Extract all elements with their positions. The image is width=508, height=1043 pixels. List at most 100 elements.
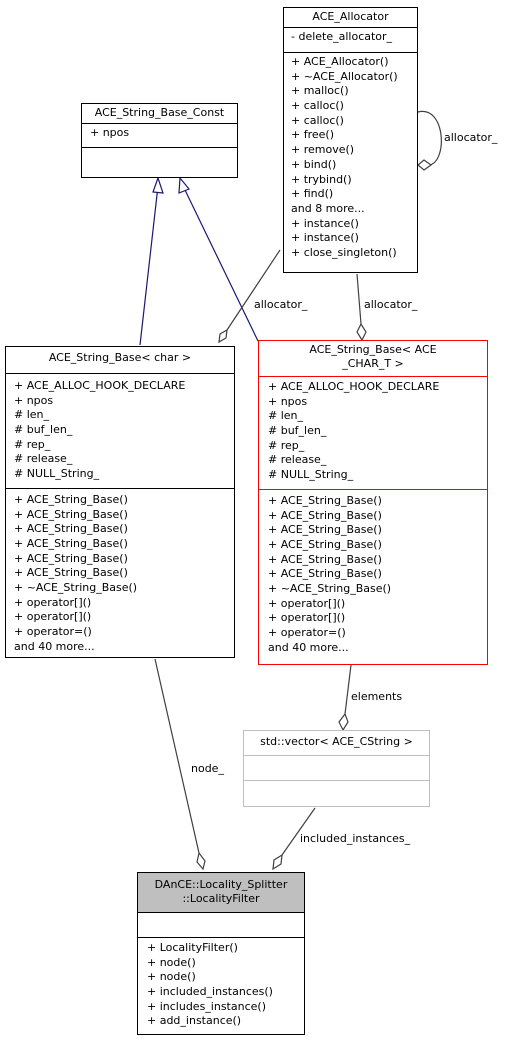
more-methods: and 8 more... [291,201,365,215]
class-title: ACE_String_Base< ACE _CHAR_T > [259,341,487,376]
attributes-section: + npos [82,123,237,147]
method: + instance() [291,231,359,245]
allocator-self-edge [417,110,442,166]
class-title: std::vector< ACE_CString > [244,731,429,755]
allocator-to-char-edge [226,249,281,331]
title-line: DAnCE::Locality_Splitter [154,878,288,891]
method: + operator[]() [14,610,92,624]
attribute: + npos [268,394,308,408]
method: + operator[]() [268,611,346,625]
node-edge [154,658,200,854]
attribute: # len_ [14,408,50,422]
method: + ACE_String_Base() [268,552,382,566]
method: + ACE_String_Base() [14,536,128,550]
edge-label-included-instances: included_instances_ [300,832,411,845]
class-std-vector-ace-cstring[interactable]: std::vector< ACE_CString > [243,730,430,807]
attribute: # rep_ [14,437,51,451]
method: + operator=() [14,625,92,638]
inheritance-arrow-tchar [178,176,190,194]
method: + ~ACE_Allocator() [291,69,398,83]
attribute: # release_ [268,453,327,467]
class-ace-string-base-tchar[interactable]: ACE_String_Base< ACE _CHAR_T > + ACE_ALL… [258,340,488,665]
method: + ACE_String_Base() [268,567,382,581]
method: + instance() [291,216,359,230]
title-line: ACE_Allocator [312,10,389,23]
method: + ACE_String_Base() [268,493,382,507]
method: + includes_instance() [147,999,266,1013]
class-title: ACE_String_Base_Const [82,104,237,123]
included-instances-diamond [272,853,283,871]
more-methods: and 40 more... [14,639,95,653]
method: + free() [291,128,334,142]
method: + ACE_String_Base() [14,492,128,506]
attributes-section: + ACE_ALLOC_HOOK_DECLARE + npos # len_ #… [6,373,234,488]
title-line: ACE_String_Base_Const [94,106,225,119]
allocator-self-diamond [417,159,433,171]
method: + ACE_String_Base() [268,508,382,522]
method: + calloc() [291,99,344,113]
method: + operator=() [268,626,346,639]
class-locality-filter[interactable]: DAnCE::Locality_Splitter ::LocalityFilte… [137,872,305,1035]
class-title: ACE_String_Base< char > [6,347,234,373]
more-methods: and 40 more... [268,640,349,654]
attribute: + npos [90,126,130,139]
class-title: DAnCE::Locality_Splitter ::LocalityFilte… [138,873,304,912]
edge-label-allocator-self: allocator_ [444,131,498,144]
class-ace-allocator[interactable]: ACE_Allocator - delete_allocator_ + ACE_… [283,7,418,273]
inheritance-edge-tchar-to-const [184,189,259,342]
method: + ACE_String_Base() [14,522,128,536]
attribute: # buf_len_ [268,424,327,438]
methods-section: + LocalityFilter() + node() + node() + i… [138,937,304,1034]
method: + add_instance() [147,1014,242,1028]
attribute: # NULL_String_ [14,467,100,481]
allocator-to-tchar-diamond [356,322,367,342]
methods-section: + ACE_String_Base() + ACE_String_Base() … [6,487,234,657]
method: + ACE_String_Base() [268,537,382,551]
inheritance-edge-char-to-const [139,185,159,346]
class-title: ACE_Allocator [284,8,417,27]
attribute: # release_ [14,452,73,466]
method: + included_instances() [147,985,273,999]
attributes-section [244,755,429,780]
attribute: - delete_allocator_ [291,30,393,43]
method: + close_singleton() [291,245,397,259]
methods-section: + ACE_Allocator() + ~ACE_Allocator() + m… [284,52,417,263]
attribute: # buf_len_ [14,423,73,437]
edge-label-allocator-char: allocator_ [254,298,308,311]
attributes-section: + ACE_ALLOC_HOOK_DECLARE + npos # len_ #… [259,376,487,489]
class-ace-string-base-const[interactable]: ACE_String_Base_Const + npos [81,103,238,178]
elements-diamond [338,712,349,732]
method: + operator[]() [268,596,346,610]
method: + remove() [291,143,355,157]
title-line: ACE_String_Base< char > [48,351,192,364]
title-line: std::vector< ACE_CString > [260,735,413,748]
methods-section: + ACE_String_Base() + ACE_String_Base() … [259,488,487,658]
method: + LocalityFilter() [147,941,238,954]
title-line: _CHAR_T > [342,357,404,370]
elements-edge [344,664,352,715]
edge-label-node: node_ [191,762,224,775]
attribute: + ACE_ALLOC_HOOK_DECLARE [268,380,440,393]
edge-label-allocator-tchar: allocator_ [364,298,418,311]
method: + node() [147,955,196,969]
attributes-section [138,912,304,937]
inheritance-arrow-char [152,176,164,194]
method: + ACE_String_Base() [14,507,128,521]
method: + bind() [291,157,337,171]
method: + ACE_Allocator() [291,55,389,68]
methods-section [244,780,429,805]
method: + ~ACE_String_Base() [14,580,138,594]
method: + node() [147,970,196,984]
title-line: ACE_String_Base< ACE [309,343,437,356]
method: + trybind() [291,172,352,186]
method: + operator[]() [14,595,92,609]
method: + calloc() [291,113,344,127]
method: + malloc() [291,84,349,98]
class-ace-string-base-char[interactable]: ACE_String_Base< char > + ACE_ALLOC_HOOK… [5,346,235,658]
included-instances-edge [281,807,316,856]
attribute: + ACE_ALLOC_HOOK_DECLARE [14,379,186,392]
attributes-section: - delete_allocator_ [284,27,417,52]
method: + find() [291,187,334,201]
method: + ACE_String_Base() [14,551,128,565]
